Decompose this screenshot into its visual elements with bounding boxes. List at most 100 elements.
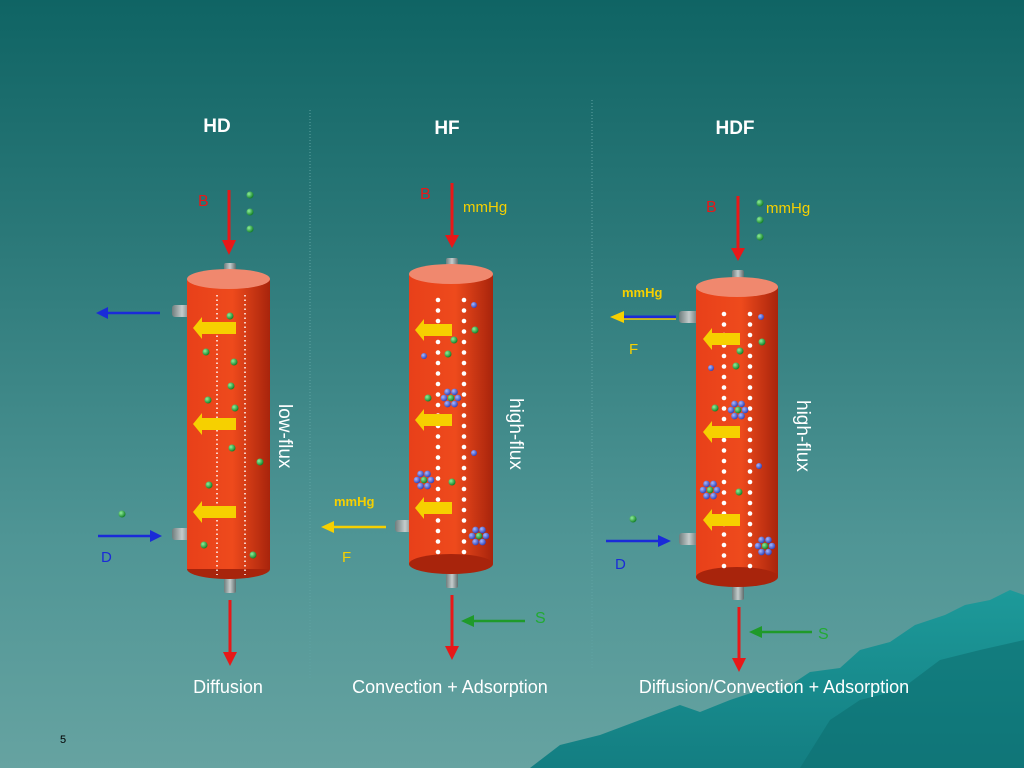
membrane-pore	[435, 434, 441, 439]
membrane-pore	[461, 339, 467, 345]
convection-arrow	[703, 421, 740, 443]
membrane-pore	[721, 322, 727, 327]
protein-subunit	[472, 526, 479, 534]
membrane-pore	[747, 511, 753, 516]
diffusion-arrow	[193, 413, 236, 435]
hd-panel: B	[96, 190, 295, 697]
membrane-pore	[435, 549, 441, 555]
membrane-pore	[461, 549, 467, 555]
membrane-pore	[747, 542, 753, 548]
membrane-pore	[435, 465, 441, 471]
protein-subunit	[758, 548, 765, 556]
membrane-pore	[435, 402, 441, 408]
solute-dot	[246, 225, 254, 233]
protein-subunit	[444, 400, 451, 408]
diffusion-arrow	[193, 317, 236, 339]
membrane-label: low-flux	[274, 404, 295, 469]
membrane-pore	[747, 427, 753, 432]
protein-subunit	[451, 388, 458, 396]
protein-subunit	[444, 388, 451, 396]
protein-subunit	[768, 542, 776, 550]
protein-cluster	[413, 388, 490, 546]
membrane-pore	[747, 490, 753, 495]
membrane-pore	[435, 381, 441, 387]
diffusion-arrow	[193, 501, 236, 523]
membrane-pore	[721, 385, 727, 390]
filtrate-label: F	[342, 549, 351, 566]
membrane-pore	[461, 350, 467, 355]
membrane-pore	[461, 308, 467, 313]
membrane-pore	[461, 413, 467, 418]
membrane-pore	[435, 360, 441, 366]
membrane-pore	[721, 553, 727, 558]
membrane-pores	[435, 297, 467, 555]
dialysate-label: D	[101, 549, 112, 566]
membrane-pore	[435, 308, 441, 313]
filtrate-label: F	[629, 341, 638, 358]
protein-subunit	[468, 532, 476, 540]
protein-cluster	[699, 400, 776, 556]
membrane-pore	[721, 364, 727, 369]
membrane-pore	[721, 416, 727, 422]
page-number: 5	[60, 734, 66, 746]
membrane-pore	[721, 353, 727, 359]
protein-subunit	[741, 406, 749, 414]
membrane-pore	[435, 392, 441, 397]
membrane-pore	[747, 553, 753, 558]
convection-arrow	[415, 497, 452, 519]
protein-subunit	[738, 412, 745, 420]
membrane-pore	[435, 318, 441, 324]
membrane-pore	[721, 542, 727, 548]
protein-subunit	[738, 400, 745, 408]
membrane-pore	[721, 437, 727, 443]
convection-arrow	[415, 319, 452, 341]
pressure-label-top: mmHg	[463, 199, 507, 216]
bound-solute	[475, 532, 483, 540]
dialysate-in-arrow	[150, 530, 162, 542]
protein-subunit	[424, 470, 431, 478]
membrane-pore	[721, 448, 727, 453]
protein-subunit	[754, 542, 762, 550]
protein-subunit	[713, 486, 721, 494]
caption-hdf: Diffusion/Convection + Adsorption	[639, 677, 909, 697]
membrane-pore	[461, 371, 467, 376]
membrane-pore	[721, 490, 727, 495]
membrane-pore	[747, 364, 753, 369]
membrane-pore	[747, 374, 753, 380]
caption-hf: Convection + Adsorption	[352, 677, 548, 697]
dialysate-in-arrow	[658, 535, 671, 547]
membrane-pore	[461, 297, 467, 303]
membrane-pore	[747, 437, 753, 443]
protein-subunit	[413, 476, 421, 484]
substitution-label: S	[535, 610, 546, 627]
membrane-label: high-flux	[792, 400, 813, 472]
membrane-pore	[461, 497, 467, 502]
membrane-pore	[461, 402, 467, 408]
protein-subunit	[482, 532, 490, 540]
protein-subunit	[765, 536, 772, 544]
protein-subunit	[417, 482, 424, 490]
solute-dot	[246, 208, 254, 216]
membrane-pore	[747, 385, 753, 390]
membrane-pore	[747, 395, 753, 401]
substitution-label: S	[818, 626, 829, 643]
bound-solute	[761, 542, 769, 550]
pressure-label-top: mmHg	[766, 200, 810, 217]
membrane-pore	[461, 423, 467, 429]
convection-arrow	[415, 409, 452, 431]
filter-top-cap	[696, 277, 778, 297]
blood-label: B	[706, 199, 717, 216]
membrane-pore	[435, 350, 441, 355]
membrane-pore	[461, 528, 467, 534]
membrane-pore	[461, 434, 467, 439]
protein-subunit	[454, 394, 462, 402]
protein-subunit	[710, 492, 717, 500]
dialysate-label: D	[615, 556, 626, 573]
title-hdf: HDF	[715, 118, 754, 139]
membrane-pore	[747, 311, 753, 317]
membrane-pore	[747, 563, 753, 569]
protein-subunit	[424, 482, 431, 490]
membrane-pore	[747, 343, 753, 348]
membrane-pore	[461, 476, 467, 481]
membrane-pore	[721, 469, 727, 474]
